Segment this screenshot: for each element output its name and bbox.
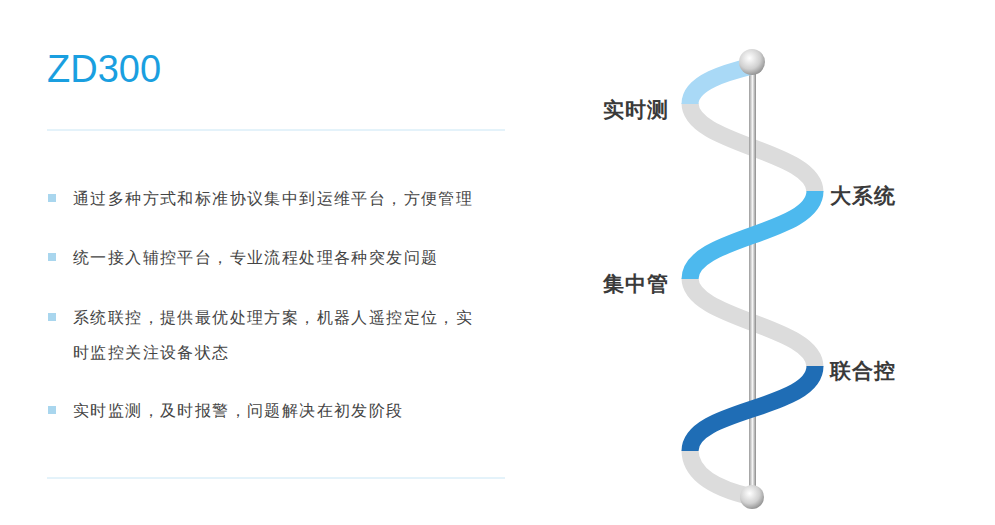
ribbon-dark-blue bbox=[690, 366, 815, 451]
ribbon-light-blue bbox=[690, 66, 752, 104]
ribbon-blue bbox=[690, 191, 815, 279]
bullet-marker bbox=[48, 313, 56, 321]
pole-ball bbox=[740, 485, 764, 509]
pole-ball bbox=[739, 49, 765, 75]
helix-label: 联合控 bbox=[830, 357, 896, 385]
bullet-text: 通过多种方式和标准协议集中到运维平台，方便管理 bbox=[73, 181, 485, 216]
helix-label: 集中管 bbox=[603, 270, 669, 298]
bullet-text: 统一接入辅控平台，专业流程处理各种突发问题 bbox=[73, 240, 485, 275]
divider-line bbox=[47, 478, 505, 479]
pole bbox=[749, 65, 756, 497]
divider-line bbox=[47, 130, 505, 131]
page-title: ZD300 bbox=[47, 48, 161, 91]
bullet-marker bbox=[48, 406, 56, 414]
bullet-marker bbox=[48, 194, 56, 202]
bullet-text: 实时监测，及时报警，问题解决在初发阶段 bbox=[73, 393, 485, 428]
helix-label: 大系统 bbox=[830, 182, 896, 210]
bullet-marker bbox=[48, 253, 56, 261]
helix-label: 实时测 bbox=[603, 96, 669, 124]
bullet-text: 系统联控，提供最优处理方案，机器人遥控定位，实时监控关注设备状态 bbox=[73, 300, 485, 370]
